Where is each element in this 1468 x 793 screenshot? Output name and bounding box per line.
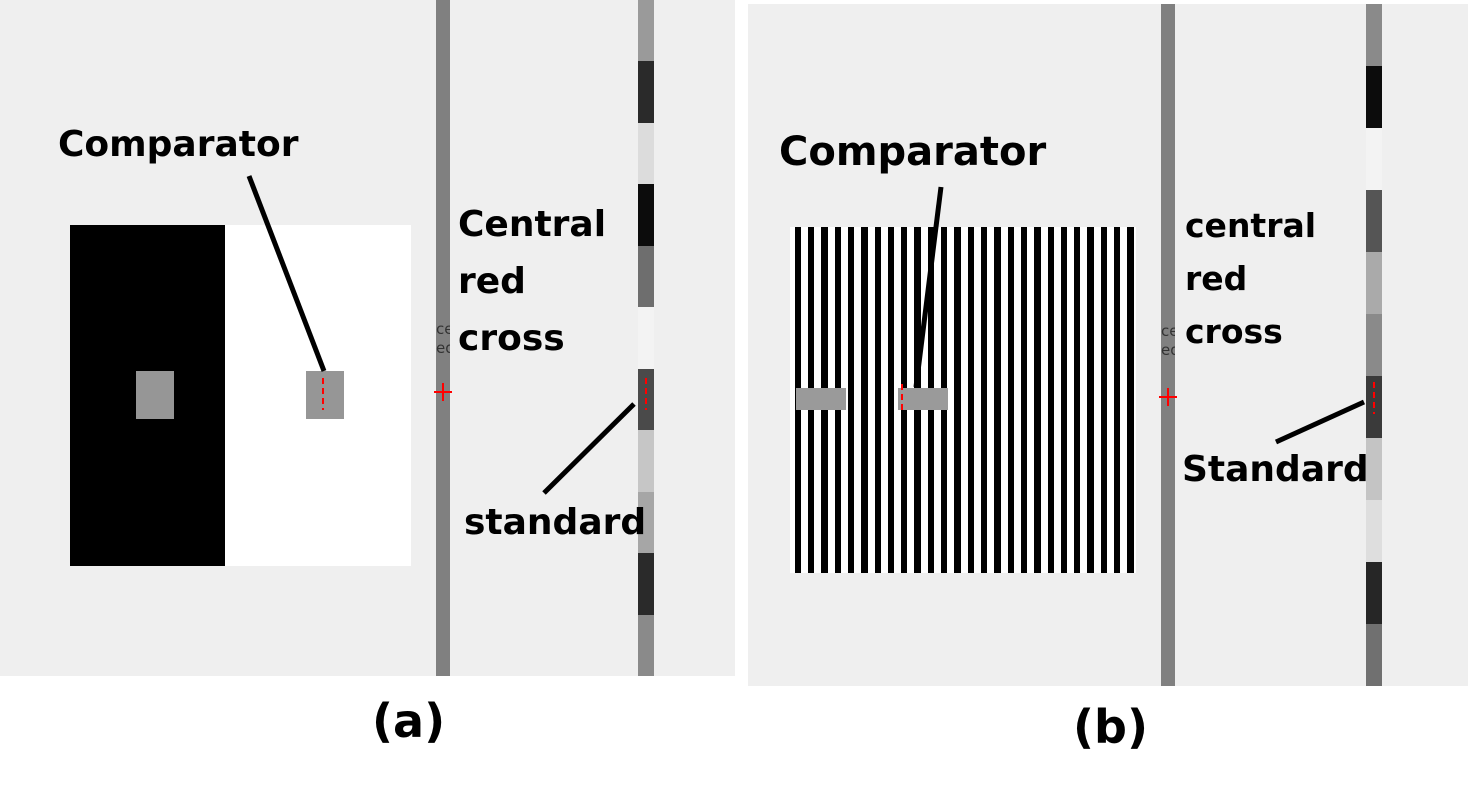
- grating-stripe: [994, 227, 1001, 573]
- standard-strip: [1366, 4, 1382, 686]
- strip-segment: [638, 492, 654, 553]
- grating-stripe: [1087, 227, 1094, 573]
- strip-segment: [1366, 562, 1382, 624]
- strip-segment: [638, 246, 654, 307]
- grating-stripe: [861, 227, 868, 573]
- panel-a: ce ed Comparator Central red cross stand…: [0, 0, 735, 676]
- grating-stripe: [887, 227, 895, 573]
- strip-segment: [638, 430, 654, 492]
- grating-stripe: [874, 227, 881, 573]
- grating-stripe: [1100, 227, 1108, 573]
- cross-label: central red cross: [1185, 199, 1316, 358]
- ghost-text-line: ce: [436, 320, 450, 338]
- comparator-patch: [898, 388, 948, 410]
- comparator-pointer: [913, 186, 944, 388]
- standard-pointer: [542, 402, 636, 495]
- comparator-label: Comparator: [58, 124, 299, 165]
- cross-label-line: red: [458, 261, 526, 302]
- grating-stripe: [1047, 227, 1054, 573]
- cross-label-line: cross: [1185, 312, 1283, 351]
- strip-segment: [1366, 314, 1382, 376]
- strip-segment: [1366, 128, 1382, 190]
- strip-segment: [1366, 500, 1382, 562]
- strip-segment: [1366, 190, 1382, 252]
- panel-b-overlay: [901, 186, 1375, 445]
- comparator-pointer: [246, 175, 327, 372]
- grating-stripe: [1060, 227, 1068, 573]
- panel-a-overlay: [246, 175, 647, 495]
- standard-pointer: [1274, 399, 1366, 445]
- caption-a: (a): [372, 694, 446, 748]
- standard-label: standard: [464, 502, 647, 543]
- ghost-text-line: ed: [1161, 340, 1175, 359]
- comparator-display: [70, 225, 411, 566]
- ghost-text: ce ed: [1161, 322, 1175, 364]
- strip-segment: [1366, 4, 1382, 66]
- grating-stripe: [1074, 227, 1081, 573]
- strip-segment: [638, 553, 654, 615]
- strip-segment: [1366, 252, 1382, 314]
- strip-segment: [638, 123, 654, 184]
- strip-segment: [1366, 66, 1382, 128]
- standard-strip: [638, 0, 654, 676]
- strip-segment: [1366, 624, 1382, 686]
- ghost-text: ce ed: [436, 320, 450, 362]
- separator-bar: [436, 0, 450, 676]
- central-red-cross: [434, 383, 452, 401]
- grating-stripe: [1020, 227, 1028, 573]
- grating-stripe: [967, 227, 975, 573]
- comparator-label: Comparator: [779, 129, 1047, 175]
- cross-label-line: Central: [458, 204, 607, 245]
- panel-b: ce ed Comparator central red cross Stand…: [748, 4, 1468, 686]
- caption-b: (b): [1073, 700, 1148, 754]
- grating-stripe: [847, 227, 855, 573]
- grating-patch-left: [796, 388, 846, 410]
- ghost-text-line: ed: [436, 338, 450, 357]
- cross-label-line: red: [1185, 259, 1248, 298]
- cross-label: Central red cross: [458, 196, 606, 367]
- comparator-patch: [306, 371, 344, 419]
- standard-label: Standard: [1182, 449, 1369, 490]
- strip-segment: [1366, 438, 1382, 500]
- strip-segment: [638, 307, 654, 369]
- grating-stripe: [1114, 227, 1121, 573]
- grating-stripe: [1127, 227, 1134, 573]
- strip-segment: [638, 184, 654, 246]
- ghost-text-line: ce: [1161, 322, 1175, 340]
- grating-stripe: [1034, 227, 1041, 573]
- strip-segment: [638, 0, 654, 61]
- grating-stripe: [1007, 227, 1014, 573]
- grating-stripe: [980, 227, 988, 573]
- strip-segment: [638, 615, 654, 676]
- grating-stripe: [954, 227, 961, 573]
- strip-segment: [638, 61, 654, 123]
- left-patch: [136, 371, 174, 419]
- cross-label-line: cross: [458, 318, 565, 359]
- separator-bar: [1161, 4, 1175, 686]
- cross-label-line: central: [1185, 206, 1317, 245]
- central-red-cross: [1159, 388, 1177, 406]
